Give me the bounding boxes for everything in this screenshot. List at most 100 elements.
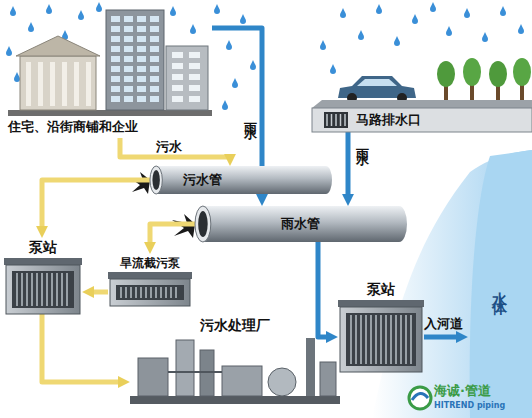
tank [320, 362, 336, 396]
window [189, 74, 200, 80]
node-label: 雨水管 [255, 215, 345, 233]
pump-roof [108, 272, 192, 279]
rain-drop [190, 24, 196, 34]
pump-housing [340, 307, 422, 372]
window [189, 52, 200, 58]
tree-crown [437, 61, 455, 87]
grille-bar [120, 287, 122, 298]
rain-drop [232, 78, 238, 88]
plant-ground [130, 396, 340, 404]
sewage-flow-arrow [42, 314, 122, 382]
grille-bar [31, 273, 33, 306]
sewage-pipe: 污水管 [150, 166, 332, 194]
window [150, 86, 159, 92]
column [50, 62, 55, 106]
rain-drop [394, 36, 400, 46]
pipe-mouth [195, 206, 211, 242]
pump-grille [346, 313, 416, 366]
grille-bar [41, 273, 43, 306]
grille-bar [360, 315, 362, 364]
car-window [357, 79, 397, 86]
rain-pipe-art [195, 206, 407, 242]
grille-bar [130, 287, 132, 298]
grille-bar [51, 273, 53, 306]
window [137, 86, 146, 92]
grille-bar [400, 315, 402, 364]
sewage-flow-arrow [150, 224, 195, 246]
window [111, 56, 120, 62]
window [150, 16, 159, 22]
pump-housing [110, 279, 190, 306]
window [111, 66, 120, 72]
rain-drop [28, 22, 34, 32]
window [150, 96, 159, 102]
column [38, 62, 43, 106]
rain-drop [340, 8, 346, 18]
node-label: 泵站 [338, 280, 424, 298]
window [111, 16, 120, 22]
rain-drop [78, 10, 84, 20]
window [124, 56, 133, 62]
window [124, 76, 133, 82]
window [137, 46, 146, 52]
window [137, 56, 146, 62]
grille-bar [375, 315, 377, 364]
grille-bar [170, 287, 172, 298]
grate-bar [340, 114, 342, 126]
window [137, 96, 146, 102]
window [150, 66, 159, 72]
grille-bar [350, 315, 352, 364]
grille-bar [46, 273, 48, 306]
window [137, 76, 146, 82]
grille-bar [175, 287, 177, 298]
window [137, 36, 146, 42]
chimney [306, 338, 315, 396]
rain-drop [464, 8, 470, 18]
column [86, 62, 91, 106]
window [189, 85, 200, 91]
grate-bar [344, 114, 346, 126]
window [150, 56, 159, 62]
drain-grate [324, 112, 348, 128]
window [124, 86, 133, 92]
window [124, 96, 133, 102]
node-label: 住宅、沿街商铺和企业 [8, 118, 212, 136]
rain-drop [446, 26, 452, 36]
sewage-spill [130, 172, 150, 194]
grate-bar [335, 114, 337, 126]
road-surface [312, 100, 532, 108]
rain-drop [214, 4, 220, 14]
water-body: 水体 [468, 150, 532, 418]
window [124, 46, 133, 52]
grille-bar [36, 273, 38, 306]
flow-label: 入河道 [424, 316, 463, 332]
pump-station: 泵站 [338, 280, 424, 372]
window [172, 74, 183, 80]
window [124, 26, 133, 32]
rainwater-flow-arrow [346, 132, 351, 198]
node-label: 马路排水口 [356, 111, 526, 129]
window [124, 66, 133, 72]
window [137, 26, 146, 32]
rain-drop [412, 14, 418, 24]
logo-subtext: HITREND piping [434, 402, 505, 410]
rain-drop [430, 2, 436, 12]
window [189, 63, 200, 69]
window [111, 46, 120, 52]
rain-drop [10, 6, 16, 16]
window [124, 36, 133, 42]
grille-bar [410, 315, 412, 364]
tree-crown [463, 58, 481, 86]
flow-label: 雨水 [242, 112, 258, 120]
grille-bar [155, 287, 157, 298]
treatment-plant-art [130, 338, 340, 404]
window [137, 66, 146, 72]
grille-bar [365, 315, 367, 364]
grille-bar [160, 287, 162, 298]
window [150, 26, 159, 32]
rain-drop [240, 14, 246, 24]
grille-bar [385, 315, 387, 364]
